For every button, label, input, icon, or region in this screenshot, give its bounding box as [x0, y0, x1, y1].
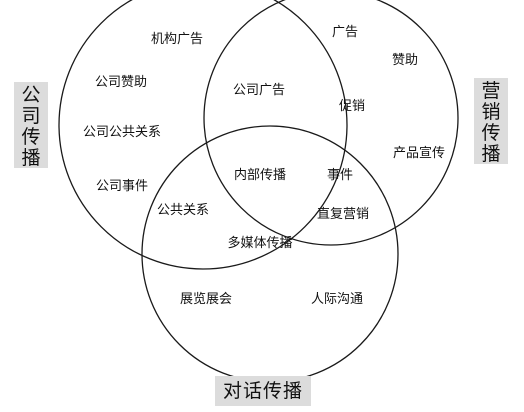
region-label: 广告	[332, 25, 358, 40]
region-label: 人际沟通	[311, 292, 363, 307]
region-label: 公司公共关系	[83, 125, 161, 140]
region-label: 促销	[339, 99, 365, 114]
region-label: 公司广告	[233, 83, 285, 98]
marketing-communication-label: 营 销 传 播	[474, 78, 508, 165]
label-char: 司	[21, 105, 41, 127]
label-char: 播	[21, 147, 41, 169]
label-char: 传	[21, 126, 41, 148]
dialogue-communication-circle	[141, 125, 399, 383]
label-char: 公	[21, 84, 41, 106]
company-communication-label: 公 司 传 播	[14, 82, 48, 169]
region-label: 公司事件	[96, 179, 148, 194]
region-label: 赞助	[392, 53, 418, 68]
label-char: 传	[481, 122, 501, 144]
marketing-communication-circle	[203, 0, 459, 246]
region-label: 内部传播	[234, 167, 286, 183]
region-label: 公司赞助	[95, 75, 147, 90]
dialogue-communication-label: 对话传播	[215, 376, 311, 406]
label-char: 播	[481, 143, 501, 165]
region-label: 产品宣传	[393, 145, 445, 161]
label-char: 营	[481, 80, 501, 102]
region-label: 展览展会	[180, 291, 232, 307]
region-label: 多媒体传播	[227, 235, 292, 251]
region-label: 直复营销	[317, 207, 369, 222]
region-label: 机构广告	[151, 32, 203, 47]
region-label: 公共关系	[157, 203, 209, 218]
company-communication-circle	[58, 0, 348, 270]
region-label: 事件	[327, 168, 353, 183]
label-char: 销	[481, 101, 501, 123]
